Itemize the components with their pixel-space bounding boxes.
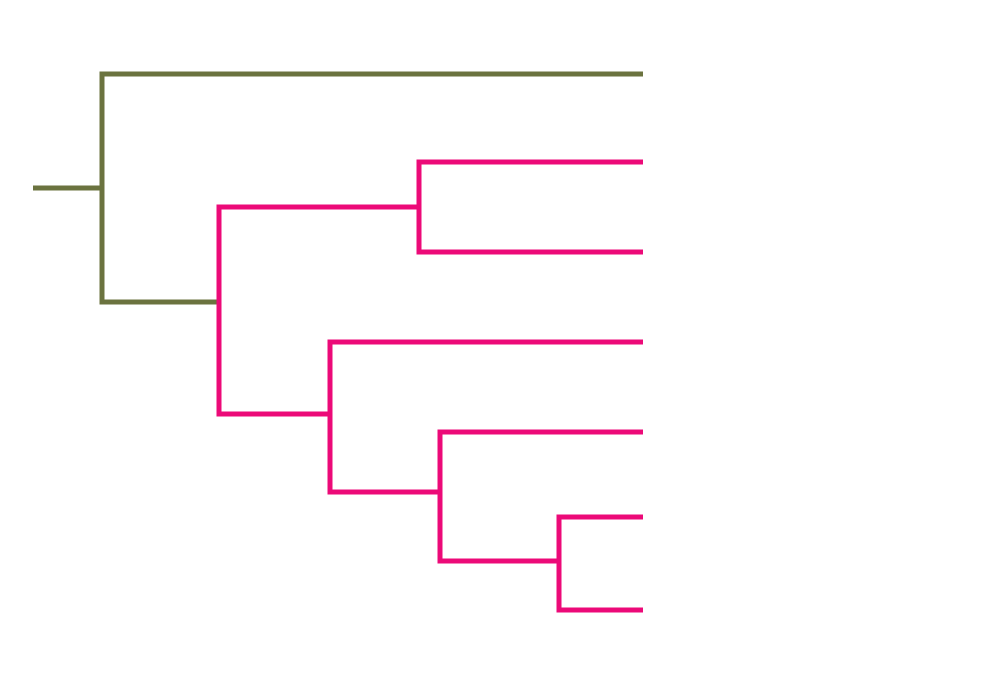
- sub-cluster-e: [556, 514, 643, 613]
- sub-cluster-e-bracket: [556, 514, 643, 613]
- sub-cluster-b: [416, 159, 643, 255]
- sub-cluster-c: [327, 339, 643, 495]
- sub-cluster-c-bracket: [327, 339, 643, 495]
- root-cluster: [99, 71, 643, 305]
- sub-cluster-a: [216, 204, 419, 417]
- sub-cluster-a-bracket: [216, 204, 419, 417]
- root-cluster-bracket: [99, 71, 643, 305]
- sub-cluster-d-bracket: [437, 429, 643, 564]
- sub-cluster-b-bracket: [416, 159, 643, 255]
- sub-cluster-d: [437, 429, 643, 564]
